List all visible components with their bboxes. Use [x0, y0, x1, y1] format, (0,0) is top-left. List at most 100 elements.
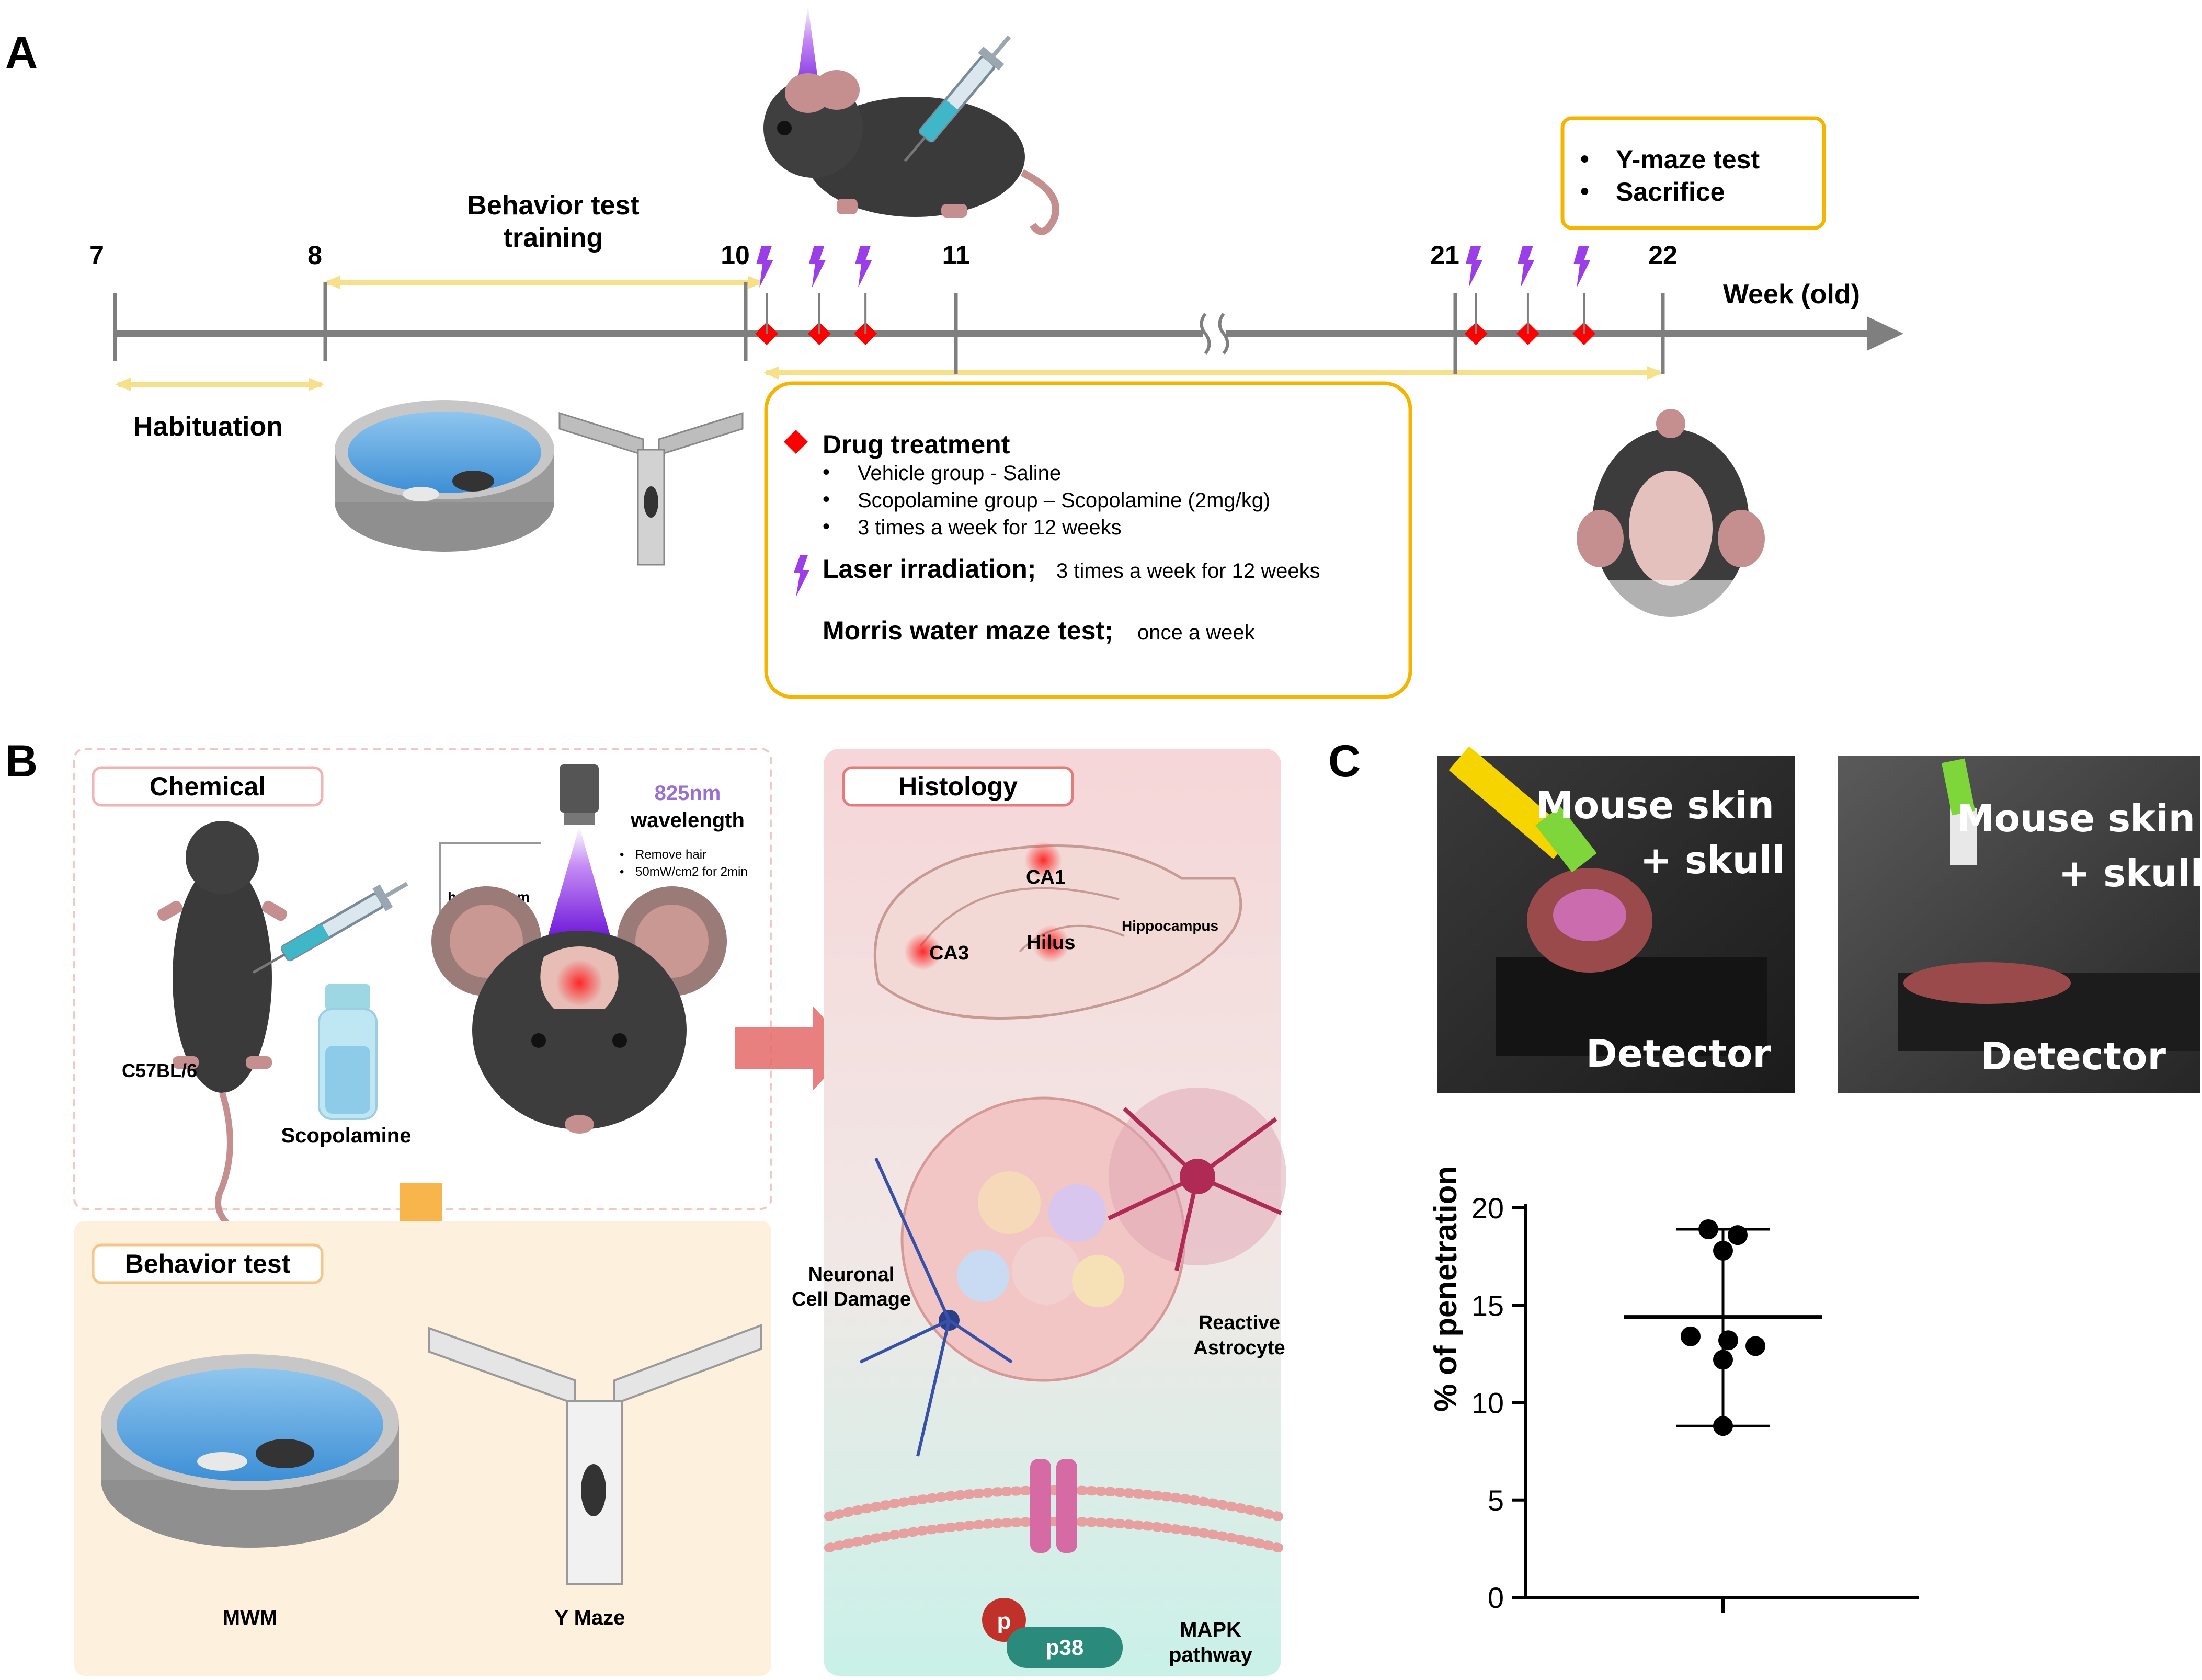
photo-1-label-line1: Mouse skin	[1536, 783, 1774, 827]
tissue-cell-illustration	[859, 1088, 1286, 1457]
drug-treatment-title: Drug treatment	[823, 430, 1010, 459]
endpoint-bullet-2: •	[1580, 178, 1589, 205]
laser-note-bullet-2: •	[620, 865, 624, 879]
chart-axes	[1524, 1204, 1919, 1613]
timeline-tick-label-7: 7	[89, 241, 104, 270]
drug-bullet-2: •	[823, 488, 830, 511]
photo-2	[1838, 756, 2200, 1093]
endpoint-bullet-1: •	[1580, 145, 1589, 173]
laser-note-1: Remove hair	[635, 848, 706, 862]
behavior-title-box	[92, 1243, 324, 1284]
timeline-tick-label-22: 22	[1648, 241, 1678, 270]
drug-item-1: Vehicle group - Saline	[858, 462, 1061, 485]
laser-irradiation-detail: 3 times a week for 12 weeks	[1056, 559, 1320, 582]
panel-label-c: C	[1328, 736, 1361, 786]
photo-1	[1437, 746, 1795, 1093]
mwm-pool-illustration	[101, 1354, 399, 1548]
ymaze-label: Y Maze	[555, 1606, 625, 1629]
mapk-label-line1: MAPK	[1180, 1618, 1241, 1641]
p38-label: p38	[1046, 1635, 1083, 1660]
cell-membrane-illustration	[824, 1459, 1283, 1553]
p38-box	[1007, 1627, 1123, 1668]
chart-point	[1698, 1219, 1718, 1239]
c57-mouse-illustration	[157, 821, 287, 1226]
treatment-box	[764, 381, 1412, 699]
chemical-title: Chemical	[150, 772, 266, 801]
astrocyte-label-line2: Astrocyte	[1193, 1337, 1285, 1359]
flow-arrow-right	[735, 1007, 852, 1090]
laser-legend-marker	[794, 555, 809, 597]
photo-2-label-line2: + skull	[2059, 851, 2202, 895]
habituation-range	[115, 378, 324, 391]
laser-bolt	[1517, 246, 1534, 288]
laser-irradiation-title: Laser irradiation;	[823, 554, 1036, 584]
chart-point	[1745, 1336, 1765, 1356]
photo-1-detector-label: Detector	[1586, 1032, 1771, 1076]
wavelength-nm: 825nm	[655, 782, 721, 805]
laser-bolt	[1465, 246, 1482, 288]
chart-y-axis-label: % of penetration	[1428, 1166, 1463, 1412]
panel-label-b: B	[5, 736, 38, 786]
behavior-title: Behavior test	[125, 1249, 291, 1278]
habituation-label: Habituation	[133, 412, 283, 442]
chart-y-tick-label: 0	[1488, 1581, 1504, 1614]
chart-y-tick-label: 10	[1471, 1387, 1504, 1420]
laser-note-2: 50mW/cm2 for 2min	[635, 865, 748, 879]
laser-markers	[756, 246, 1591, 334]
strain-label: C57BL/6	[122, 1060, 197, 1081]
panel-label-a: A	[5, 28, 38, 78]
mwm-test-title: Morris water maze test;	[823, 616, 1113, 645]
timeline-axis-label: Week (old)	[1723, 279, 1860, 310]
laser-note-bullet-1: •	[620, 848, 624, 862]
drug-bullet-3: •	[823, 515, 830, 538]
phospho-label: p	[997, 1608, 1011, 1634]
chart-point	[1681, 1326, 1701, 1346]
mwm-test-detail: once a week	[1137, 621, 1256, 644]
photo-2-label-line1: Mouse skin	[1957, 796, 2195, 840]
mouse-laser-injection-illustration	[763, 5, 1059, 235]
drug-item-3: 3 times a week for 12 weeks	[858, 516, 1122, 539]
laser-bolt	[756, 246, 773, 288]
timeline-tick-label-8: 8	[307, 241, 322, 270]
mapk-label-line2: pathway	[1169, 1643, 1253, 1666]
chart-point	[1713, 1350, 1733, 1370]
drug-bullet-1: •	[823, 461, 830, 484]
timeline-tick-label-11: 11	[942, 241, 970, 270]
region-hilus: Hilus	[1027, 932, 1076, 954]
behavior-training-label-line1: Behavior test	[467, 190, 639, 221]
histology-title-box	[842, 766, 1074, 807]
chart-point	[1713, 1240, 1733, 1261]
chart-marks	[1624, 1219, 1822, 1436]
chart-point	[1728, 1225, 1748, 1245]
laser-bolt	[855, 246, 872, 288]
chart-y-tick-label: 20	[1471, 1192, 1504, 1225]
chemical-title-box	[92, 766, 324, 807]
timeline-axis	[115, 313, 1903, 355]
phospho-circle	[982, 1598, 1026, 1642]
laser-device-illustration	[546, 764, 612, 941]
timeline-tick-label-10: 10	[721, 241, 750, 270]
endpoint-item-1: Y-maze test	[1616, 145, 1760, 174]
photo-2-detector-label: Detector	[1981, 1034, 2166, 1078]
mwm-pool-small-illustration	[335, 400, 554, 552]
hippocampus-illustration	[873, 841, 1242, 1020]
neuronal-label-line1: Neuronal	[808, 1264, 895, 1286]
region-ca1: CA1	[1026, 866, 1066, 888]
neuronal-label-line2: Cell Damage	[792, 1288, 911, 1310]
endpoint-box	[1560, 116, 1826, 230]
sacrifice-mouse-illustration	[1577, 409, 1765, 622]
photo-1-label-line2: + skull	[1640, 838, 1785, 882]
timeline-tick-label-21: 21	[1430, 241, 1459, 270]
syringe-illustration	[252, 882, 408, 974]
timeline-tick-labels: 7 8 10 11 21 22	[89, 241, 1678, 270]
laser-bolt	[1573, 246, 1591, 288]
ymaze-illustration	[428, 1324, 762, 1585]
region-ca3: CA3	[929, 942, 969, 964]
scopolamine-vial-illustration	[318, 984, 378, 1120]
scopolamine-label: Scopolamine	[281, 1124, 412, 1147]
behavior-training-label-line2: training	[504, 223, 603, 253]
drug-item-2: Scopolamine group – Scopolamine (2mg/kg)	[858, 489, 1270, 512]
chart-y-tick-label: 5	[1488, 1484, 1504, 1517]
